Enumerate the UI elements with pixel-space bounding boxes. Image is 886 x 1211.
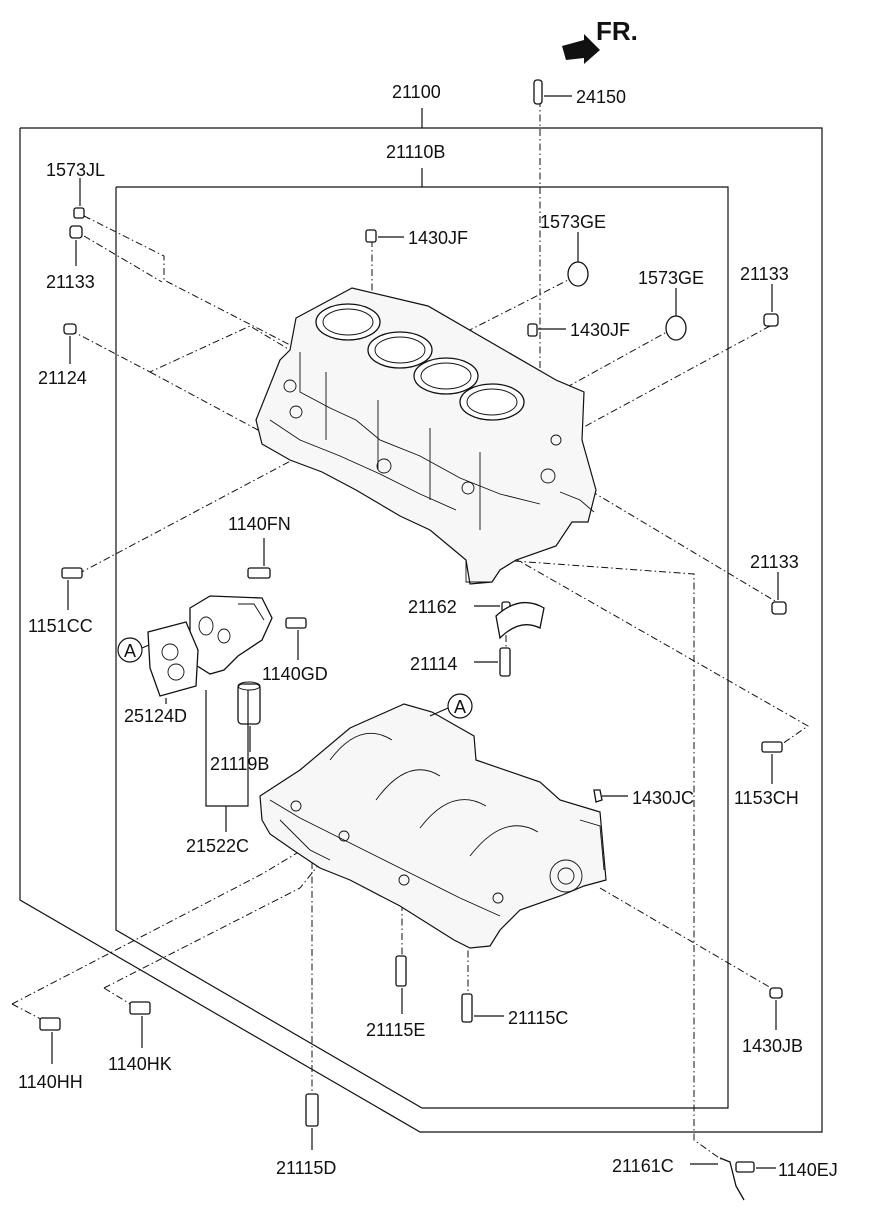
label-21100: 21100 [392, 82, 441, 102]
bolt-1153CH [761, 741, 783, 753]
label-1140HK: 1140HK [108, 1054, 172, 1074]
label-leaders [51, 95, 779, 1169]
pin-1430JB [769, 987, 783, 999]
cap-1573GE-a [567, 261, 589, 287]
cylinder-block [255, 287, 597, 585]
pin-1430JF-a [365, 229, 377, 243]
leader-lines [11, 100, 809, 1161]
cap-1573GE-b [665, 315, 687, 341]
label-1430JC: 1430JC [632, 788, 694, 808]
label-1430JF-a: 1430JF [408, 228, 468, 248]
label-21119B: 21119B [210, 754, 269, 774]
label-1430JF-b: 1430JF [570, 320, 630, 340]
plug-21133-c [771, 601, 787, 615]
bolt-1140EJ [735, 1161, 755, 1173]
lower-crankcase [259, 703, 607, 949]
front-direction-indicator: FR. [562, 16, 638, 64]
front-arrow-icon [562, 34, 600, 64]
cylinder-bore-2 [367, 331, 433, 369]
front-direction-label: FR. [596, 16, 638, 46]
cylinder-bore-1 [315, 303, 381, 341]
label-1153CH: 1153CH [734, 788, 799, 808]
plug-21133-b [763, 313, 779, 327]
pin-1430JF-b [527, 323, 538, 337]
dipstick-24150 [533, 79, 543, 105]
plug-21133-a [69, 225, 83, 239]
plug-1573JL [73, 207, 85, 219]
label-21110B: 21110B [386, 142, 445, 162]
label-21133-a: 21133 [46, 272, 95, 292]
jet-21161C [719, 1157, 745, 1201]
label-24150: 24150 [576, 87, 626, 107]
label-21124: 21124 [38, 368, 87, 388]
filter-sleeve-21119B [237, 681, 261, 725]
svg-text:A: A [124, 641, 136, 661]
label-21133-b: 21133 [740, 264, 789, 284]
label-1151CC: 1151CC [28, 616, 93, 636]
label-21115C: 21115C [508, 1008, 568, 1028]
oil-filter-bracket [189, 595, 273, 675]
label-21115D: 21115D [276, 1158, 336, 1178]
bolt-1140HK [129, 1001, 151, 1015]
label-1573GE-a: 1573GE [540, 212, 606, 232]
callout-a-crankcase: A [429, 693, 473, 719]
bolt-21115D [305, 1093, 319, 1127]
gasket-25124D [147, 621, 199, 697]
label-1140FN: 1140FN [228, 514, 291, 534]
inner-subassembly-frame [115, 168, 729, 1109]
cylinder-bore-4 [459, 383, 525, 421]
label-21162: 21162 [408, 597, 457, 617]
label-21133-c: 21133 [750, 552, 799, 572]
label-1573JL: 1573JL [46, 160, 105, 180]
bolt-21114 [499, 647, 511, 677]
label-1140EJ: 1140EJ [778, 1160, 838, 1180]
bolt-1140HH [39, 1017, 61, 1031]
label-21522C: 21522C [186, 836, 249, 856]
part-labels: 21100 24150 21110B 1573JL 21133 1430JF 1… [18, 82, 838, 1180]
label-21114: 21114 [410, 654, 457, 674]
label-21161C: 21161C [612, 1156, 674, 1176]
bearing-cap-21114 [495, 601, 545, 640]
label-1140GD: 1140GD [262, 664, 328, 684]
svg-text:A: A [454, 697, 466, 717]
outer-assembly-frame [19, 108, 823, 1133]
label-21115E: 21115E [366, 1020, 425, 1040]
bolt-1140FN [247, 567, 271, 579]
bolt-1151CC [61, 567, 83, 579]
cylinder-bore-3 [413, 357, 479, 395]
label-1430JB: 1430JB [742, 1036, 803, 1056]
bolt-21115E [395, 955, 407, 987]
label-25124D: 25124D [124, 706, 187, 726]
label-1573GE-b: 1573GE [638, 268, 704, 288]
pin-21124 [63, 323, 77, 335]
label-1140HH: 1140HH [18, 1072, 83, 1092]
bolt-21115C [461, 993, 473, 1023]
bolt-1140GD [285, 617, 307, 629]
dowel-1430JC [593, 789, 603, 803]
